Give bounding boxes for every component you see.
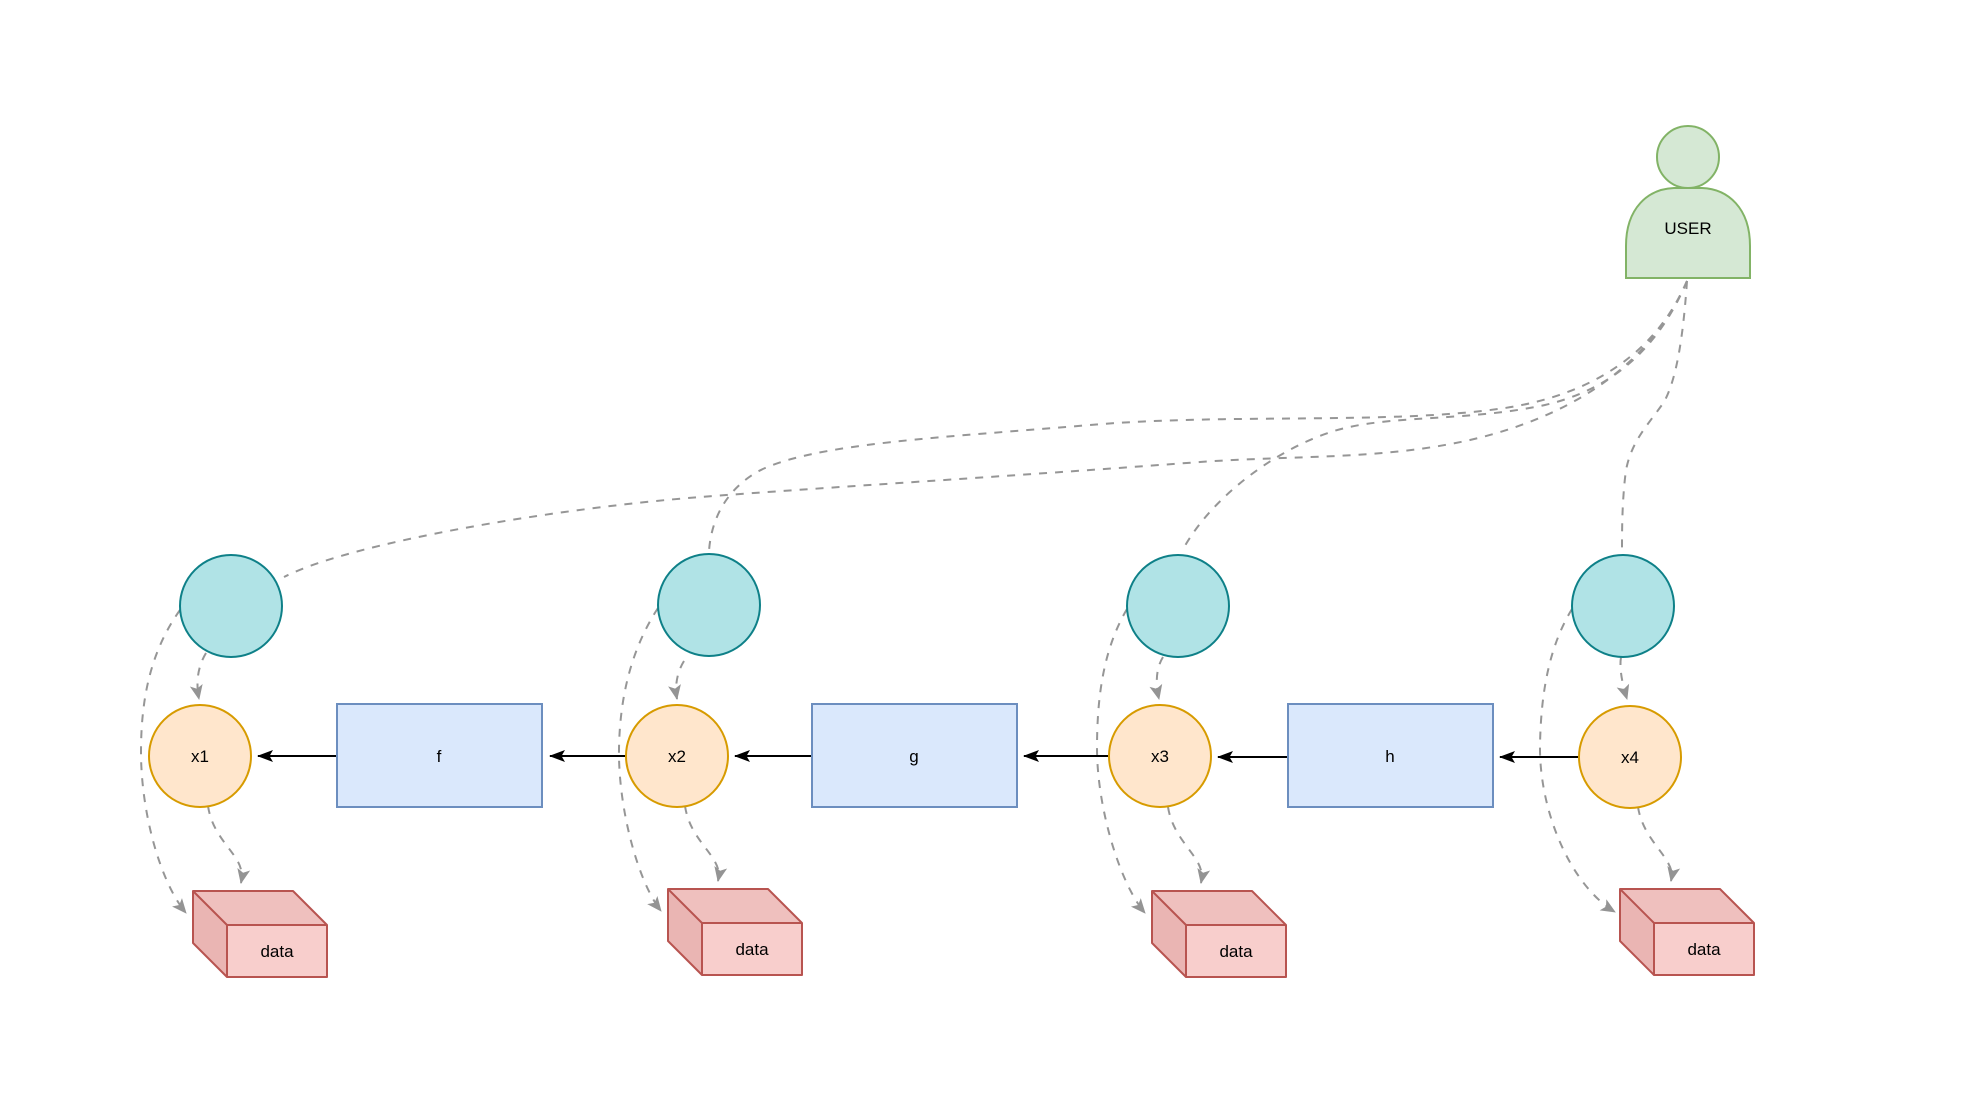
data2-label: data	[735, 940, 769, 959]
edge-user-to-circle2[interactable]	[708, 280, 1688, 552]
edge-circle1-to-data1[interactable]	[139, 609, 187, 914]
function-node-h[interactable]: h	[1287, 703, 1494, 808]
teal-circle-node-3[interactable]	[1126, 554, 1230, 658]
data2-left-face	[668, 889, 702, 975]
teal-circle-node-2[interactable]	[657, 553, 761, 657]
data-store-node-4[interactable]: data	[1619, 888, 1755, 976]
x4-label: x4	[1621, 748, 1639, 767]
data2-top-face	[668, 889, 802, 923]
user-actor-node[interactable]: USER	[1625, 125, 1751, 279]
teal-circle-node-4[interactable]	[1571, 554, 1675, 658]
data4-label: data	[1687, 940, 1721, 959]
edge-x3-to-data3[interactable]	[1167, 806, 1211, 884]
g-rect-shape	[811, 703, 1018, 808]
x1-circle-shape	[148, 704, 252, 808]
h-rect-shape	[1287, 703, 1494, 808]
edge-x1-to-data1[interactable]	[207, 805, 251, 884]
x3-label: x3	[1151, 747, 1169, 766]
variable-node-x3[interactable]: x3	[1108, 704, 1212, 808]
variable-node-x2[interactable]: x2	[625, 704, 729, 808]
data1-outline	[192, 890, 328, 978]
user-label: USER	[1664, 219, 1711, 238]
data-store-node-2[interactable]: data	[667, 888, 803, 976]
edge-user-to-circle4[interactable]	[1621, 280, 1688, 552]
data4-outline	[1619, 888, 1755, 976]
user-body-shape	[1625, 187, 1751, 279]
edge-circle4-to-x4[interactable]	[1616, 656, 1630, 700]
edge-circle3-to-x3[interactable]	[1149, 656, 1164, 700]
f-rect-shape	[336, 703, 543, 808]
function-node-g[interactable]: g	[811, 703, 1018, 808]
edge-x2-to-data2[interactable]	[684, 805, 728, 882]
data3-left-face	[1152, 891, 1186, 977]
data1-top-face	[193, 891, 327, 925]
edge-circle2-to-data2[interactable]	[617, 607, 662, 912]
edge-circle2-to-x2[interactable]	[668, 660, 685, 700]
variable-node-x1[interactable]: x1	[148, 704, 252, 808]
data4-left-face	[1620, 889, 1654, 975]
x1-label: x1	[191, 747, 209, 766]
data1-label: data	[260, 942, 294, 961]
edge-x4-to-data4[interactable]	[1637, 806, 1681, 882]
data1-left-face	[193, 891, 227, 977]
data-store-node-3[interactable]: data	[1151, 890, 1287, 978]
h-label: h	[1385, 747, 1394, 766]
edge-circle4-to-data4[interactable]	[1538, 608, 1616, 913]
data3-front-face	[1186, 925, 1286, 977]
edge-circle1-to-x1[interactable]	[189, 652, 207, 700]
data2-front-face	[702, 923, 802, 975]
data1-front-face	[227, 925, 327, 977]
edge-user-to-circle1[interactable]	[283, 280, 1688, 578]
edge-circle3-to-data3[interactable]	[1095, 608, 1146, 914]
f-label: f	[437, 747, 442, 766]
x3-circle-shape	[1108, 704, 1212, 808]
function-node-f[interactable]: f	[336, 703, 543, 808]
x2-label: x2	[668, 747, 686, 766]
variable-node-x4[interactable]: x4	[1578, 705, 1682, 809]
g-label: g	[909, 747, 918, 766]
user-head-shape	[1656, 125, 1720, 189]
edge-user-to-circle3[interactable]	[1181, 280, 1688, 552]
data3-outline	[1151, 890, 1287, 978]
data4-top-face	[1620, 889, 1754, 923]
data2-outline	[667, 888, 803, 976]
data-store-node-1[interactable]: data	[192, 890, 328, 978]
teal-circle-node-1[interactable]	[179, 554, 283, 658]
x2-circle-shape	[625, 704, 729, 808]
data3-label: data	[1219, 942, 1253, 961]
data4-front-face	[1654, 923, 1754, 975]
data3-top-face	[1152, 891, 1286, 925]
x4-circle-shape	[1578, 705, 1682, 809]
